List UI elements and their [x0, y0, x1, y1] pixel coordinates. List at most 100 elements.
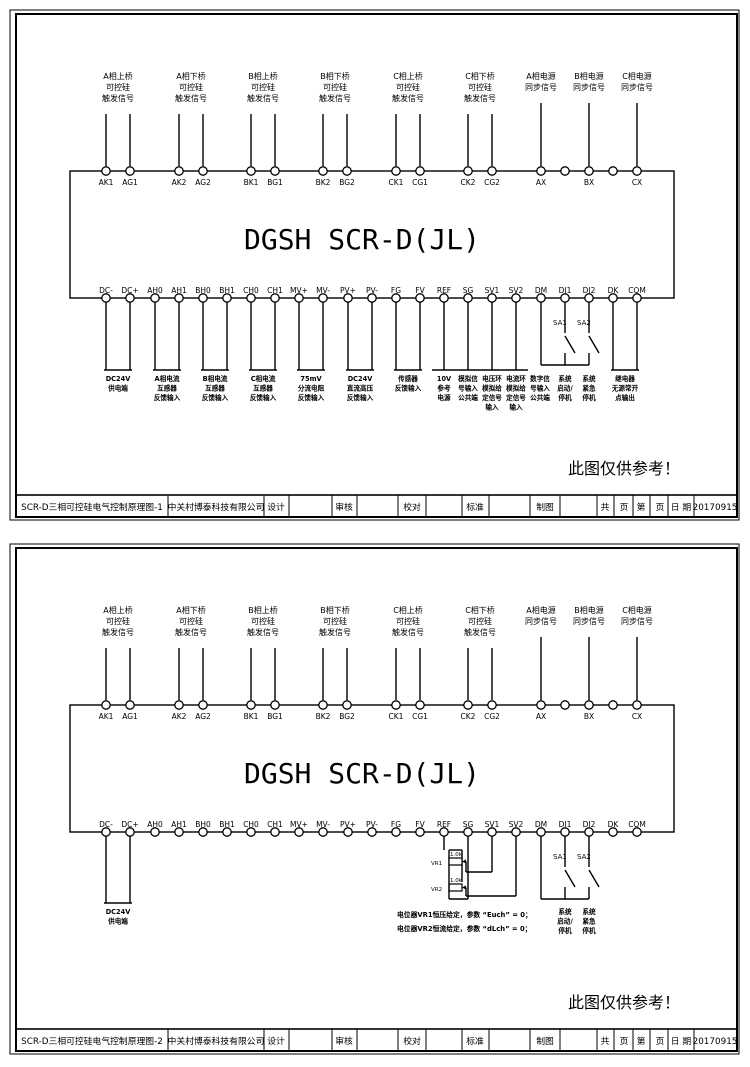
switch-sa1-label: SA1 — [553, 319, 567, 327]
bottom-terminal-label: FV — [415, 286, 425, 295]
bottom-signal-description: 反馈输入 — [154, 393, 181, 402]
bottom-signal-description: 定信号 — [506, 393, 526, 402]
bottom-terminal-label: DI2 — [583, 820, 596, 829]
bottom-terminal — [246, 827, 256, 837]
top-signal-label: 触发信号 — [319, 93, 351, 103]
bottom-signal-description: 反馈输入 — [347, 393, 374, 402]
bottom-terminal-label: BH1 — [219, 820, 235, 829]
bottom-terminal — [632, 827, 642, 837]
top-terminal — [463, 166, 473, 176]
bottom-terminal — [150, 827, 160, 837]
top-terminal — [246, 166, 256, 176]
bottom-signal-description: 公共端 — [458, 393, 478, 402]
bottom-terminal-label: COM — [628, 286, 646, 295]
bottom-signal-description: 互感器 — [205, 384, 225, 393]
top-terminal-label: BG1 — [267, 712, 283, 721]
top-terminal — [632, 166, 642, 176]
top-terminal-label: BK2 — [316, 178, 331, 187]
bottom-signal-description: 定信号 — [482, 393, 502, 402]
potentiometer-value: 1.0k — [450, 852, 463, 858]
top-signal-label: 可控硅 — [179, 82, 203, 92]
bottom-signal-description: 无源常开 — [611, 384, 639, 393]
top-signal-label: 可控硅 — [323, 82, 347, 92]
potentiometer-name: VR1 — [431, 861, 442, 867]
top-terminal-label: AX — [536, 178, 546, 187]
title-company: 中关村博泰科技有限公司 — [168, 1035, 265, 1047]
top-terminal-label: BG2 — [339, 712, 355, 721]
bottom-signal-description: 系统 — [558, 374, 572, 383]
bottom-signal-description: 系统 — [582, 374, 596, 383]
potentiometer-wiper-arrow — [462, 885, 466, 890]
bottom-terminal-label: FG — [391, 286, 401, 295]
bottom-terminal-label: MV- — [316, 820, 330, 829]
bottom-signal-description: 停机 — [582, 926, 596, 935]
top-terminal-label: BG1 — [267, 178, 283, 187]
bottom-signal-description: 输入 — [485, 403, 499, 412]
top-terminal-label: AX — [536, 712, 546, 721]
top-terminal-label: CK2 — [461, 178, 476, 187]
potentiometer-wiper-arrow — [462, 859, 466, 864]
title-page-label: 页 — [620, 1036, 629, 1047]
top-terminal — [174, 166, 184, 176]
top-terminal-label: CG1 — [412, 178, 428, 187]
bottom-terminal — [198, 827, 208, 837]
bottom-terminal — [415, 827, 425, 837]
bottom-terminal-label: DC- — [99, 820, 113, 829]
bottom-terminal — [343, 827, 353, 837]
bottom-signal-description: 启动/ — [557, 917, 573, 926]
bottom-signal-description: 供电端 — [107, 917, 128, 926]
top-terminal — [318, 700, 328, 710]
bottom-terminal-label: DI2 — [583, 286, 596, 295]
bottom-signal-description: B相电流 — [203, 374, 228, 383]
top-terminal-label: CG1 — [412, 712, 428, 721]
bottom-terminal-label: REF — [437, 286, 451, 295]
bottom-terminal-label: SV1 — [485, 286, 500, 295]
bottom-signal-description: 反馈输入 — [202, 393, 229, 402]
bottom-terminal — [174, 293, 184, 303]
bottom-signal-description: 输入 — [509, 403, 523, 412]
bottom-signal-description: 反馈输入 — [298, 393, 325, 402]
bottom-terminal — [584, 293, 594, 303]
bottom-terminal — [487, 293, 497, 303]
bottom-terminal — [391, 827, 401, 837]
bottom-terminal-label: MV+ — [290, 820, 308, 829]
title-company: 中关村博泰科技有限公司 — [168, 501, 265, 513]
top-signal-label: 可控硅 — [106, 616, 130, 626]
top-signal-label: C相下桥 — [465, 71, 495, 81]
bottom-terminal-label: COM — [628, 820, 646, 829]
top-signal-label: C相上桥 — [393, 71, 423, 81]
top-signal-label: 可控硅 — [323, 616, 347, 626]
top-terminal — [584, 700, 594, 710]
bottom-terminal-label: DC+ — [121, 286, 138, 295]
bottom-terminal — [222, 827, 232, 837]
bottom-terminal — [439, 293, 449, 303]
bottom-terminal-label: MV- — [316, 286, 330, 295]
title-date: 20170915 — [693, 1037, 738, 1047]
bottom-terminal-label: PV+ — [340, 820, 356, 829]
bottom-terminal — [343, 293, 353, 303]
controller-model-label: DGSH SCR-D(JL) — [244, 757, 480, 790]
bottom-terminal — [198, 293, 208, 303]
top-terminal — [391, 166, 401, 176]
top-terminal-label: AG2 — [195, 712, 211, 721]
top-terminal — [536, 700, 546, 710]
bottom-terminal — [294, 293, 304, 303]
bottom-signal-description: 紧急 — [582, 384, 596, 393]
bottom-terminal — [270, 827, 280, 837]
bottom-terminal-label: REF — [437, 820, 451, 829]
top-terminal — [536, 166, 546, 176]
top-terminal-label: BK1 — [244, 712, 259, 721]
bottom-signal-description: 反馈输入 — [250, 393, 277, 402]
bottom-signal-description: A相电流 — [155, 374, 180, 383]
bottom-signal-description: 停机 — [558, 393, 572, 402]
bottom-terminal — [150, 293, 160, 303]
title-date-label: 日 期 — [671, 502, 692, 513]
title-total-label: 共 — [601, 1036, 610, 1047]
top-terminal-label: BG2 — [339, 178, 355, 187]
top-terminal — [198, 700, 208, 710]
switch-sa1-blade — [564, 869, 576, 888]
top-signal-label: B相下桥 — [320, 605, 350, 615]
top-signal-label: 触发信号 — [392, 93, 424, 103]
top-terminal-label: BK2 — [316, 712, 331, 721]
potentiometer-name: VR2 — [431, 887, 442, 893]
